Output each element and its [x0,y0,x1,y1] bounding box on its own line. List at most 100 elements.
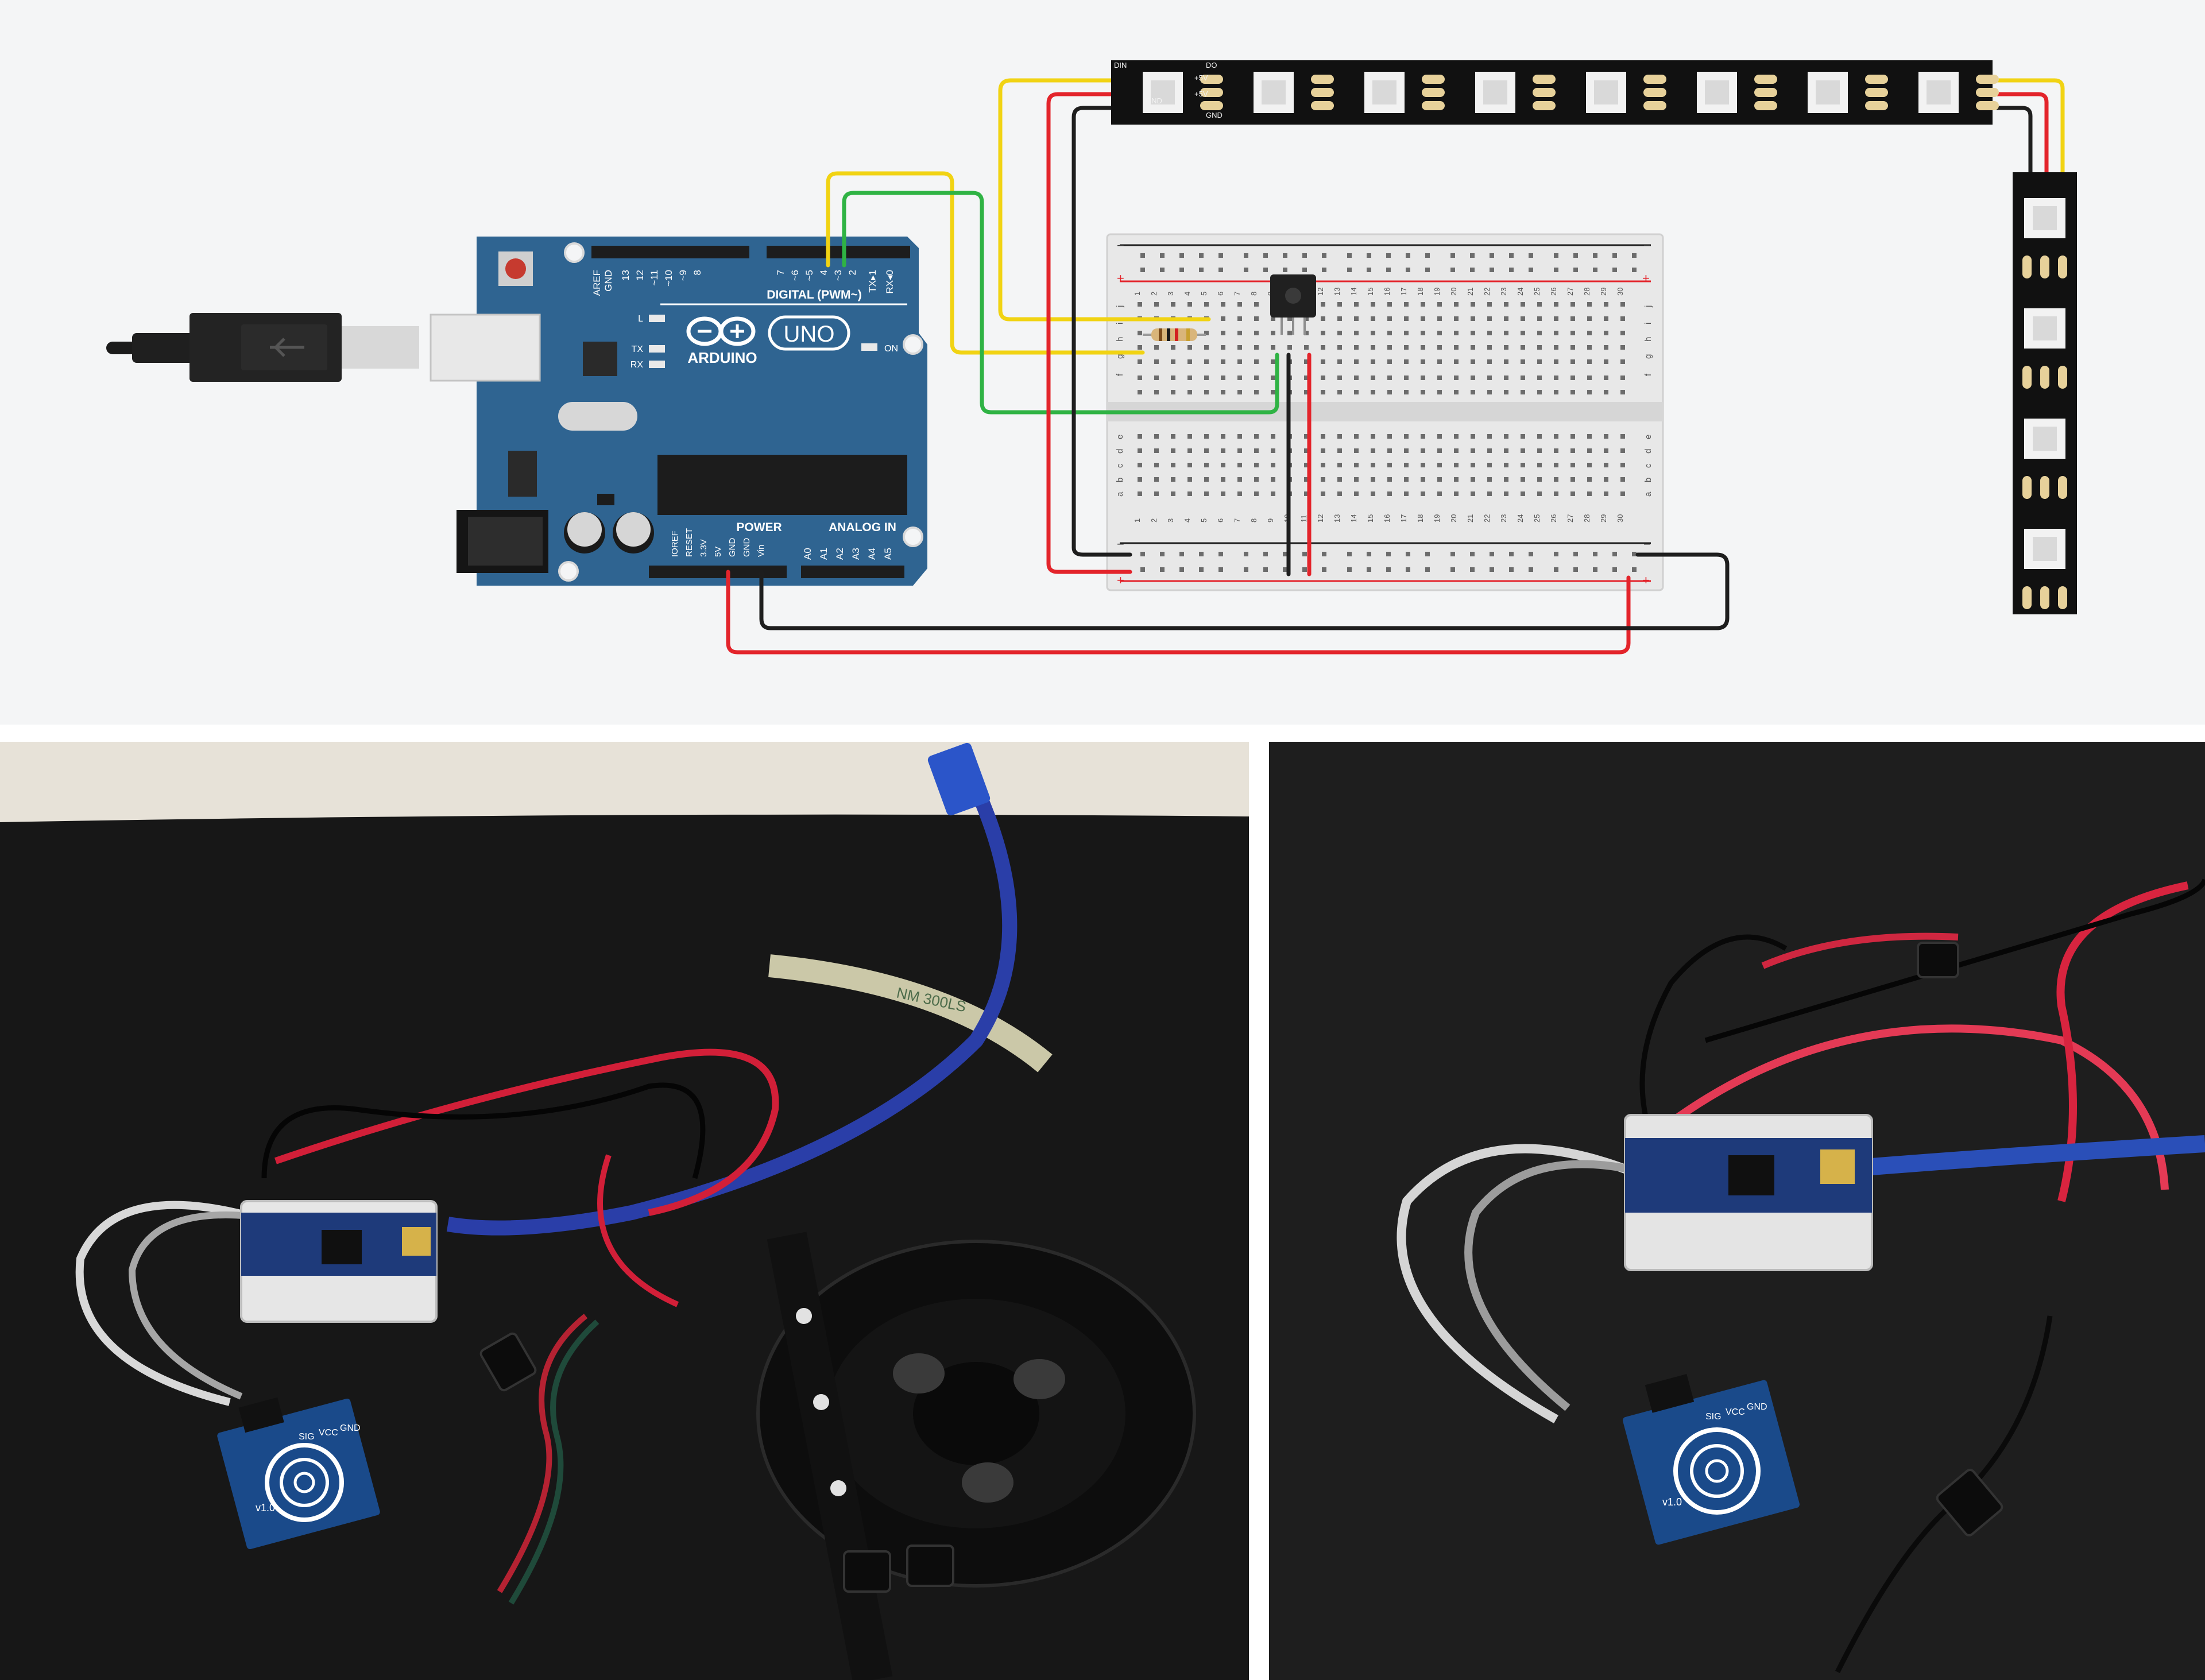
analog-label: ANALOG IN [829,521,896,534]
column-number: 2 [1150,518,1158,522]
column-number: 1 [1133,518,1142,522]
solder-pad [1976,75,1999,84]
wire-red-5v [726,570,1631,655]
photo-wire-red-black [1761,932,1959,969]
digital-pin-label: ~6 [790,270,800,281]
solder-pad [2022,256,2032,278]
row-letter: b [1115,478,1125,482]
solder-pad [1754,88,1777,97]
sensor-pin-vcc: VCC [319,1428,338,1438]
solder-pad [1865,75,1888,84]
column-number: 2 [1150,292,1158,296]
column-number: 16 [1383,514,1391,522]
led-pixel-lens [1372,80,1396,104]
digital-pin-label: ~5 [804,270,815,281]
row-letter: g [1643,354,1653,359]
nano-chip [1728,1155,1774,1195]
solder-pad [1865,88,1888,97]
touch-sensor-icon [1270,274,1316,335]
row-letter: e [1115,435,1125,439]
mounting-hole [558,561,579,582]
wires [726,78,2065,655]
column-number: 18 [1416,288,1425,296]
column-number: 9 [1266,518,1275,522]
column-number: 6 [1216,518,1225,522]
column-number: 30 [1616,288,1624,296]
rail-minus-label: − [1117,537,1124,551]
row-letter: b [1643,478,1653,482]
led-pixel-lens [2033,427,2057,451]
column-number: 13 [1333,288,1341,296]
digital-pin-label: ~3 [833,270,844,281]
photo-wire-white [75,1201,260,1406]
pad-label-5v-out: +5V [1194,90,1208,98]
row-letter: a [1643,491,1653,497]
led-pixel-lens [1816,80,1840,104]
rail-minus-label: − [1117,238,1124,253]
photo-wire-red [1662,1024,2169,1190]
analog-header [801,566,904,578]
jst-connector [843,1550,891,1593]
sensor-pin-sig: SIG [1705,1412,1722,1422]
usb-cable [1871,1135,2205,1175]
rail-minus-label: − [1643,238,1651,253]
column-number: 23 [1499,514,1508,522]
column-number: 30 [1616,514,1624,522]
sensor-label: v1.0 [1662,1496,1682,1508]
regulator [508,451,537,497]
row-letter: j [1115,305,1125,308]
row-letter: h [1643,337,1653,342]
wire-black-strip-link [1990,106,2033,175]
column-number: 12 [1316,514,1325,522]
usb-a-plug [927,742,991,816]
rail-plus-label: + [1117,573,1124,587]
column-number: 29 [1599,514,1608,522]
column-number: 8 [1250,518,1258,522]
solder-pad [2058,476,2067,499]
wire-black-gnd [759,552,1730,630]
wire-yellow-signal [826,171,1145,355]
analog-pin-label: A4 [866,548,877,560]
solder-pad [2022,366,2032,389]
solder-pad [1533,75,1556,84]
column-number: 14 [1349,288,1358,296]
led-pixel-lens [1151,80,1175,104]
column-number: 28 [1583,288,1591,296]
solder-pad [1422,88,1445,97]
power-pin-label: Vin [756,545,766,557]
photo-wire-grey [1464,1160,1667,1411]
column-number: 8 [1250,292,1258,296]
usb-cable [446,749,1018,1236]
solder-pad [2040,256,2049,278]
solder-pad [2022,476,2032,499]
wire-green-signal [842,191,1279,415]
uno-badge [768,315,850,351]
voltage-regulator-chip [583,342,617,376]
digital-header [591,246,749,258]
digital-pin-label: ~9 [678,270,688,281]
column-number: 26 [1549,288,1558,296]
wire-yellow-strip-link [1990,78,2065,175]
row-letter: i [1643,323,1653,324]
column-number: 24 [1516,514,1525,522]
led-pixel-lens [1262,80,1286,104]
rail-plus-label: + [1117,271,1124,285]
column-number: 1 [1133,292,1142,296]
strip-label-tape [768,954,1053,1073]
led-strip-vertical [2013,172,2077,614]
column-number: 13 [1333,514,1341,522]
analog-pin-label: A0 [802,548,813,560]
arduino-brand: ARDUINO [687,349,757,366]
column-number: 23 [1499,288,1508,296]
power-header [649,566,787,578]
solder-pad [2058,586,2067,609]
wire-black-strip-gnd [1071,106,1136,557]
power-pin-label: GND [728,538,737,558]
solder-pad [1200,101,1223,110]
column-number: 20 [1449,514,1458,522]
mounting-hole [564,242,585,263]
photo-wire-grey [128,1211,270,1400]
